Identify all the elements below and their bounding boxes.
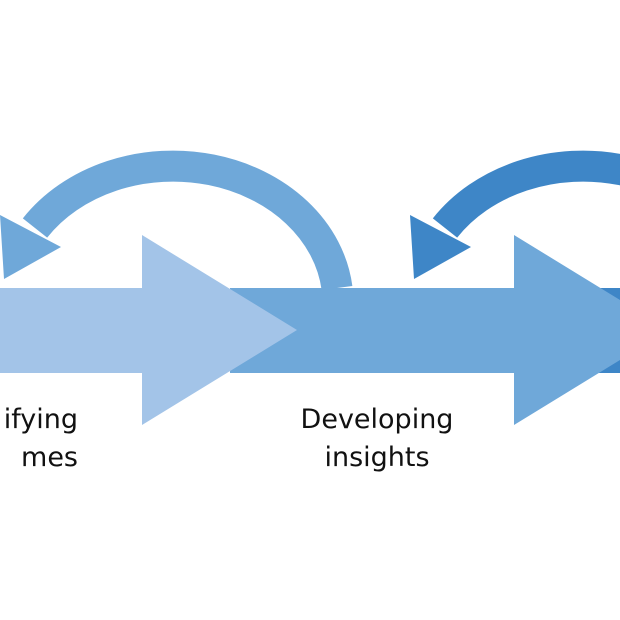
stage2-label-line2: insights xyxy=(324,442,430,473)
loop2-arrowhead xyxy=(410,215,471,279)
stage2-label-line1: Developing xyxy=(300,404,454,435)
loop2-arc xyxy=(432,150,620,238)
stage1-label-line1: ifying xyxy=(3,404,78,435)
loop1-arrowhead xyxy=(0,215,61,279)
stage1-label-line2: mes xyxy=(21,442,78,473)
loop1-arc xyxy=(22,150,353,291)
stage2-arrow xyxy=(230,235,620,425)
stage1-label: ifying mes xyxy=(0,401,78,477)
stage2-label: Developing insights xyxy=(277,401,477,477)
stage1-arrow xyxy=(0,235,297,425)
